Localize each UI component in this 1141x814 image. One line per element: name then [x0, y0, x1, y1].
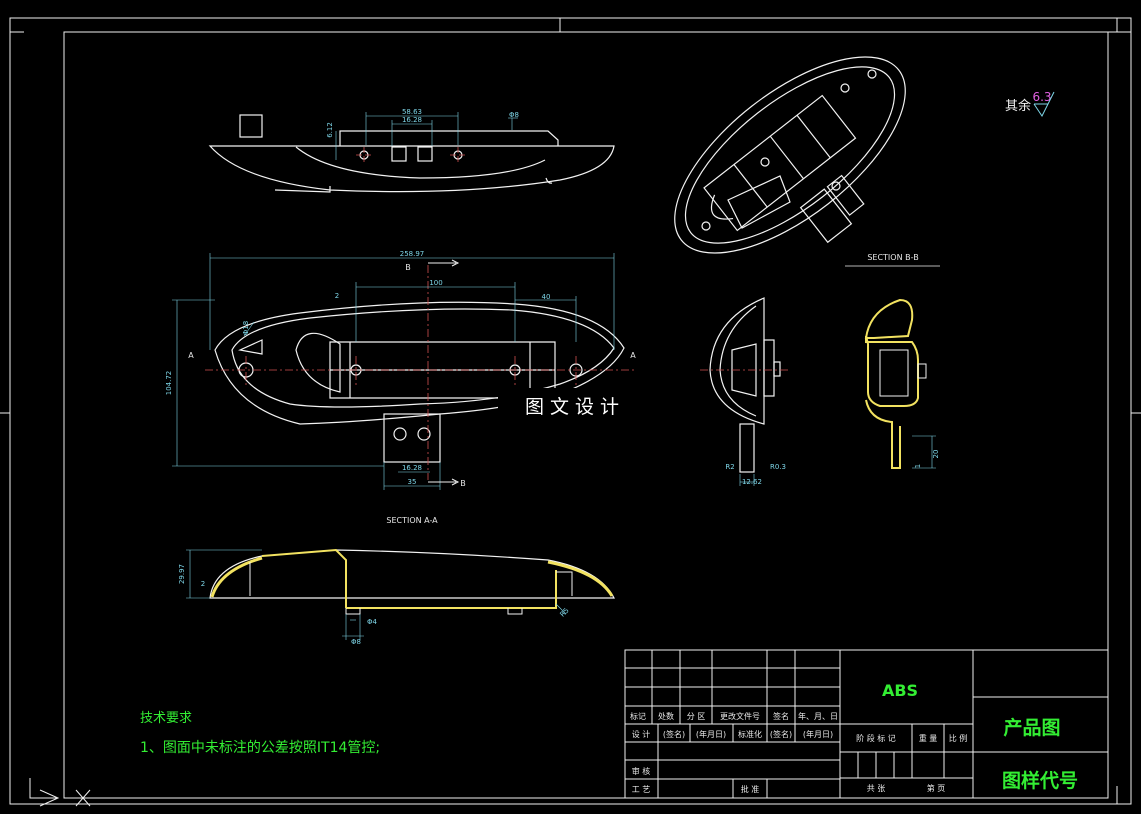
scale-label: 比 例 — [949, 733, 968, 743]
corner-marks — [29, 778, 91, 807]
top-view: 58.63 16.28 6.12 Φ8 — [208, 108, 615, 193]
svg-text:6.3: 6.3 — [1032, 90, 1051, 104]
rev-count: 处数 — [658, 711, 674, 721]
section-aa-view: 29.97 2 Φ4 Φ8 R5 — [178, 548, 615, 646]
dim-front-offset: 40 — [542, 293, 551, 301]
technical-notes: 技术要求 1、图面中未标注的公差按照IT14管控; — [140, 711, 380, 756]
dim-aa-dia2: Φ8 — [351, 638, 361, 646]
dim-front-span: 100 — [429, 279, 442, 287]
dim-aa-dia1: Φ4 — [367, 618, 378, 626]
dim-aa-wall: 2 — [201, 580, 205, 588]
label-section-aa: SECTION A-A — [386, 516, 438, 525]
isometric-view — [674, 56, 906, 254]
approve-label: 批 准 — [741, 784, 760, 794]
dim-aa-height: 29.97 — [178, 564, 186, 584]
dim-front-height: 104.72 — [165, 371, 173, 396]
label-cut-a-left: A — [188, 351, 194, 360]
rev-date: 年、月、日 — [798, 711, 838, 721]
dim-front-tab-inner: 16.28 — [402, 464, 422, 472]
dim-front-marker: 2 — [335, 292, 339, 300]
label-cut-b-bottom: B — [460, 479, 466, 488]
std-sign: (签名) — [770, 729, 792, 739]
drawing-code: 图样代号 — [1002, 769, 1078, 792]
std-label: 标准化 — [738, 729, 762, 739]
dim-top-height: 6.12 — [326, 122, 334, 138]
dim-front-length: 258.97 — [400, 250, 425, 258]
svg-text:其余: 其余 — [1005, 98, 1031, 114]
dim-top-dia: Φ8 — [509, 111, 519, 119]
dim-top-inner: 16.28 — [402, 116, 422, 124]
section-bb-view: 20 1 — [864, 298, 940, 469]
weight-label: 重 量 — [919, 733, 938, 743]
dim-side-r2: R0.3 — [770, 463, 786, 471]
rev-doc: 更改文件号 — [720, 711, 760, 721]
svg-text:图 文 设 计: 图 文 设 计 — [525, 396, 619, 418]
roughness-note: 其余 6.3 — [1005, 90, 1055, 117]
rev-mark: 标记 — [630, 711, 646, 721]
label-cut-b-top: B — [405, 263, 411, 272]
watermark: 图 文 设 计 — [498, 388, 646, 422]
design-label: 设 计 — [632, 729, 651, 739]
sheet-number: 第 页 — [927, 783, 946, 793]
rev-sign: 签名 — [773, 711, 789, 721]
sheet-border — [0, 17, 1141, 805]
notes-title: 技术要求 — [140, 711, 192, 726]
rev-zone: 分 区 — [687, 712, 706, 721]
front-view: 258.97 100 40 104.72 Φ18 16.28 35 2 B B … — [165, 250, 636, 490]
dim-side-w: 12.62 — [742, 478, 762, 486]
std-date: (年月日) — [803, 729, 833, 739]
design-sign: (签名) — [663, 729, 685, 739]
dim-front-hole: Φ18 — [242, 321, 250, 335]
material-value: ABS — [882, 681, 918, 700]
dim-side-r1: R2 — [725, 463, 734, 471]
title-block: ABS 产品图 图样代号 标记 处数 分 区 更改文件号 签名 年、月、日 设 … — [624, 649, 1109, 799]
design-date: (年月日) — [696, 729, 726, 739]
label-section-bb: SECTION B-B — [867, 253, 918, 262]
review-label: 审 核 — [632, 766, 651, 776]
stage-label: 阶 段 标 记 — [856, 733, 896, 743]
side-view: R2 R0.3 12.62 — [700, 297, 790, 486]
label-cut-a-right: A — [630, 351, 636, 360]
notes-line1: 1、图面中未标注的公差按照IT14管控; — [140, 740, 380, 756]
sheet-total: 共 张 — [867, 784, 886, 793]
dim-bb-w: 1 — [914, 464, 922, 468]
product-name: 产品图 — [1003, 716, 1060, 739]
dim-top-width: 58.63 — [402, 108, 422, 116]
dim-bb-h: 20 — [932, 450, 940, 459]
dim-front-tab-outer: 35 — [408, 478, 417, 486]
process-label: 工 艺 — [632, 785, 651, 794]
